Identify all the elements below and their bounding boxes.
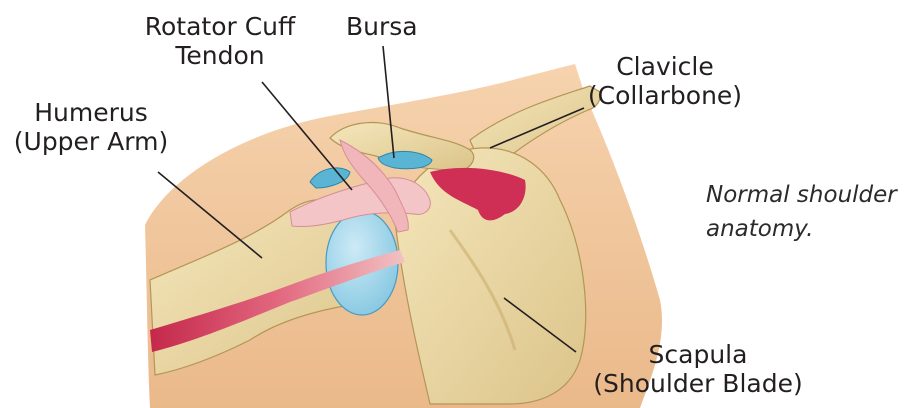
clavicle-label-line1: Clavicle	[570, 52, 760, 81]
caption-line2: anatomy.	[706, 212, 916, 246]
humerus-label-line2: (Upper Arm)	[0, 127, 182, 156]
clavicle-label-line2: (Collarbone)	[570, 81, 760, 110]
rotator-cuff-label-line1: Rotator Cuff	[120, 12, 320, 41]
humerus-label-line1: Humerus	[0, 98, 182, 127]
humerus-label: Humerus (Upper Arm)	[0, 98, 182, 156]
caption-line1: Normal shoulder	[706, 178, 916, 212]
scapula-label: Scapula (Shoulder Blade)	[578, 340, 818, 398]
bursa-label: Bursa	[346, 12, 418, 41]
figure-caption: Normal shoulder anatomy.	[706, 178, 916, 246]
scapula-label-line1: Scapula	[578, 340, 818, 369]
scapula-label-line2: (Shoulder Blade)	[578, 369, 818, 398]
rotator-cuff-label: Rotator Cuff Tendon	[120, 12, 320, 70]
rotator-cuff-label-line2: Tendon	[120, 41, 320, 70]
clavicle-label: Clavicle (Collarbone)	[570, 52, 760, 110]
